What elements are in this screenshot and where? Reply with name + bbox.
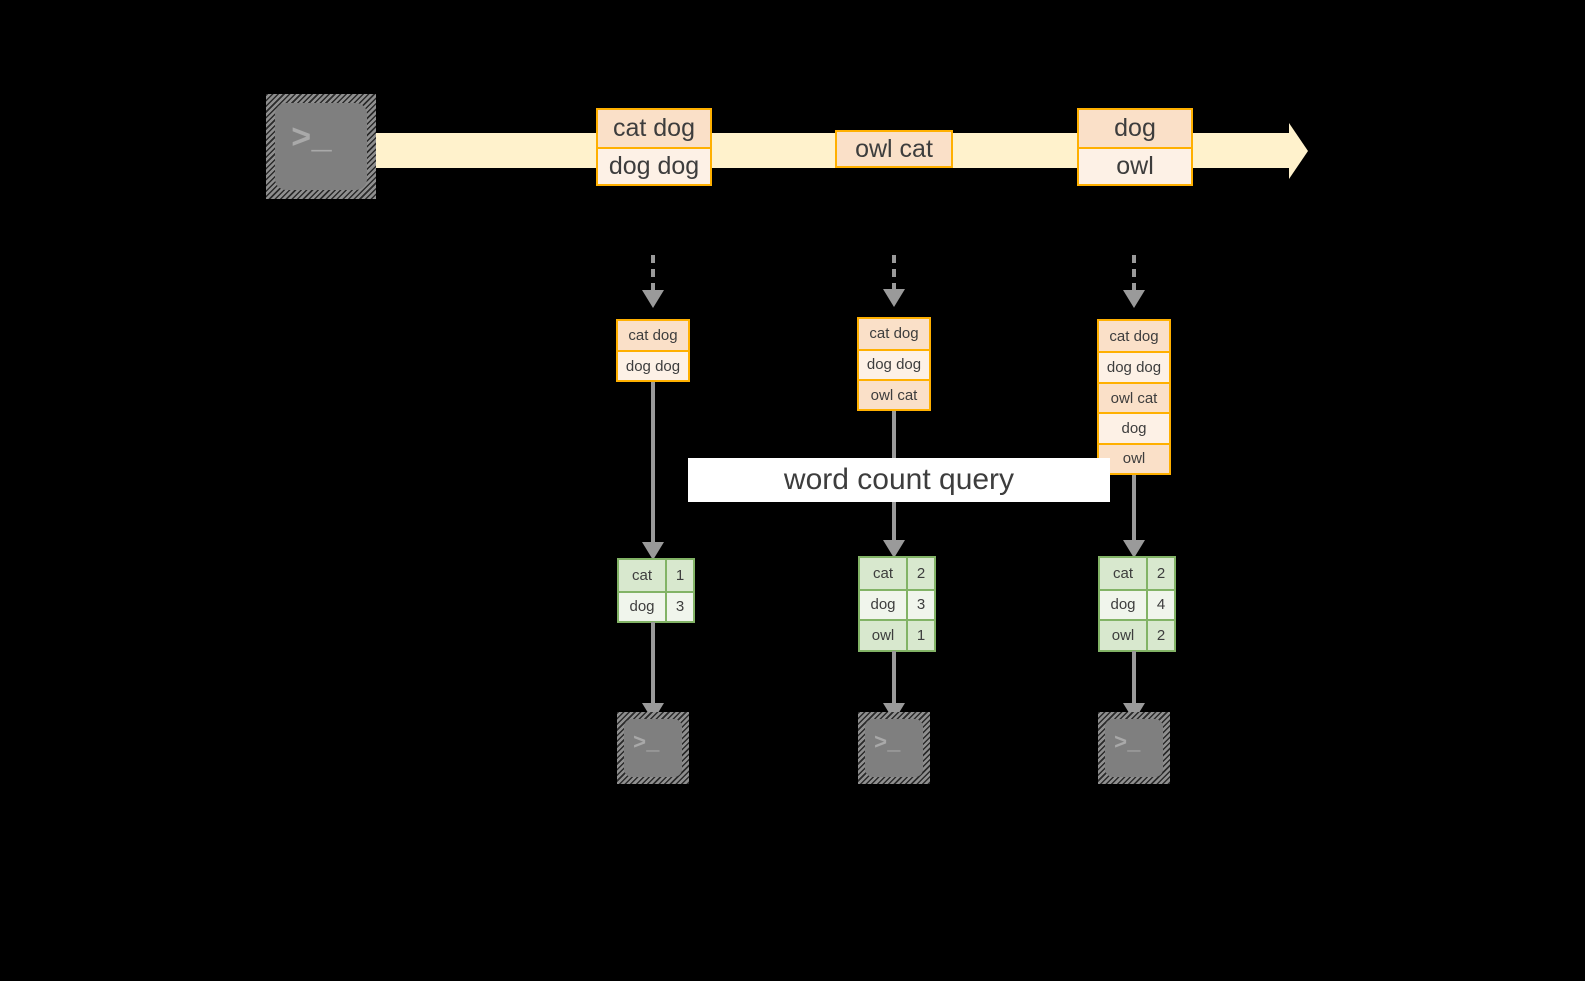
snapshot-3-result-table: cat 2 dog 4 owl 2 xyxy=(1098,556,1176,652)
result-count-cell: 4 xyxy=(1146,590,1174,619)
stream-to-snapshot-3-arrowhead-icon xyxy=(1123,290,1145,308)
snapshot-input-line: owl cat xyxy=(859,379,929,410)
snapshot-3-query-connector xyxy=(1132,475,1136,542)
snapshot-2-input-table: cat dog dog dog owl cat xyxy=(857,317,931,411)
result-count-cell: 1 xyxy=(665,560,693,591)
table-row: owl 1 xyxy=(860,619,934,650)
table-row: dog 3 xyxy=(619,590,693,621)
snapshot-input-line: dog xyxy=(1099,412,1169,443)
result-count-cell: 2 xyxy=(1146,558,1174,589)
consumer-terminal-2-icon[interactable]: >_ xyxy=(858,712,930,784)
snapshot-2-output-connector xyxy=(892,651,896,706)
snapshot-1-query-arrowhead-icon xyxy=(642,542,664,560)
terminal-prompt-glyph: >_ xyxy=(874,731,901,756)
stream-to-snapshot-2-connector xyxy=(892,255,896,291)
stream-arrowhead-icon xyxy=(1289,123,1308,179)
snapshot-input-line: owl cat xyxy=(1099,381,1169,413)
terminal-screen: >_ xyxy=(865,719,923,777)
terminal-prompt-glyph: >_ xyxy=(291,121,332,159)
query-label-banner: word count query xyxy=(688,458,1110,502)
result-count-cell: 1 xyxy=(906,621,934,650)
snapshot-3-query-arrowhead-icon xyxy=(1123,540,1145,558)
result-count-cell: 2 xyxy=(906,558,934,589)
snapshot-input-line: cat dog xyxy=(1099,321,1169,352)
stream-record-line: cat dog xyxy=(598,110,710,147)
table-row: cat 1 xyxy=(619,560,693,591)
snapshot-input-line: dog dog xyxy=(618,350,688,380)
consumer-terminal-3-icon[interactable]: >_ xyxy=(1098,712,1170,784)
result-word-cell: dog xyxy=(1100,590,1146,619)
stream-record-line: dog dog xyxy=(598,146,710,184)
terminal-screen: >_ xyxy=(275,103,367,190)
result-count-cell: 3 xyxy=(906,590,934,619)
terminal-screen: >_ xyxy=(1105,719,1163,777)
snapshot-2-result-table: cat 2 dog 3 owl 1 xyxy=(858,556,936,652)
result-word-cell: dog xyxy=(619,592,665,621)
result-word-cell: owl xyxy=(860,621,906,650)
result-count-cell: 2 xyxy=(1146,621,1174,650)
terminal-screen: >_ xyxy=(624,719,682,777)
stream-record-line: dog xyxy=(1079,110,1191,147)
stream-record-line: owl xyxy=(1079,146,1191,184)
snapshot-1-output-connector xyxy=(651,622,655,706)
result-word-cell: cat xyxy=(619,560,665,591)
producer-terminal-icon[interactable]: >_ xyxy=(266,94,376,199)
table-row: cat 2 xyxy=(1100,558,1174,589)
result-word-cell: cat xyxy=(860,558,906,589)
snapshot-input-line: dog dog xyxy=(859,348,929,379)
table-row: owl 2 xyxy=(1100,619,1174,650)
stream-to-snapshot-3-connector xyxy=(1132,255,1136,291)
table-row: cat 2 xyxy=(860,558,934,589)
table-row: dog 4 xyxy=(1100,588,1174,619)
stream-record-1: cat dog dog dog xyxy=(596,108,712,186)
snapshot-1-input-table: cat dog dog dog xyxy=(616,319,690,382)
terminal-prompt-glyph: >_ xyxy=(633,731,660,756)
result-word-cell: dog xyxy=(860,590,906,619)
stream-record-line: owl cat xyxy=(837,132,951,166)
consumer-terminal-1-icon[interactable]: >_ xyxy=(617,712,689,784)
snapshot-input-line: cat dog xyxy=(859,319,929,349)
query-label-text: word count query xyxy=(783,463,1015,496)
snapshot-3-input-table: cat dog dog dog owl cat dog owl xyxy=(1097,319,1171,475)
result-word-cell: owl xyxy=(1100,621,1146,650)
snapshot-3-output-connector xyxy=(1132,651,1136,706)
terminal-prompt-glyph: >_ xyxy=(1114,731,1141,756)
snapshot-input-line: dog dog xyxy=(1099,351,1169,382)
stream-record-2: owl cat xyxy=(835,130,953,168)
result-word-cell: cat xyxy=(1100,558,1146,589)
snapshot-1-result-table: cat 1 dog 3 xyxy=(617,558,695,623)
stream-to-snapshot-1-connector xyxy=(651,255,655,291)
stream-record-3: dog owl xyxy=(1077,108,1193,186)
result-count-cell: 3 xyxy=(665,592,693,621)
snapshot-input-line: owl xyxy=(1099,442,1169,474)
stream-to-snapshot-1-arrowhead-icon xyxy=(642,290,664,308)
table-row: dog 3 xyxy=(860,588,934,619)
snapshot-1-query-connector xyxy=(651,382,655,544)
snapshot-2-query-arrowhead-icon xyxy=(883,540,905,558)
stream-to-snapshot-2-arrowhead-icon xyxy=(883,289,905,307)
snapshot-input-line: cat dog xyxy=(618,321,688,351)
